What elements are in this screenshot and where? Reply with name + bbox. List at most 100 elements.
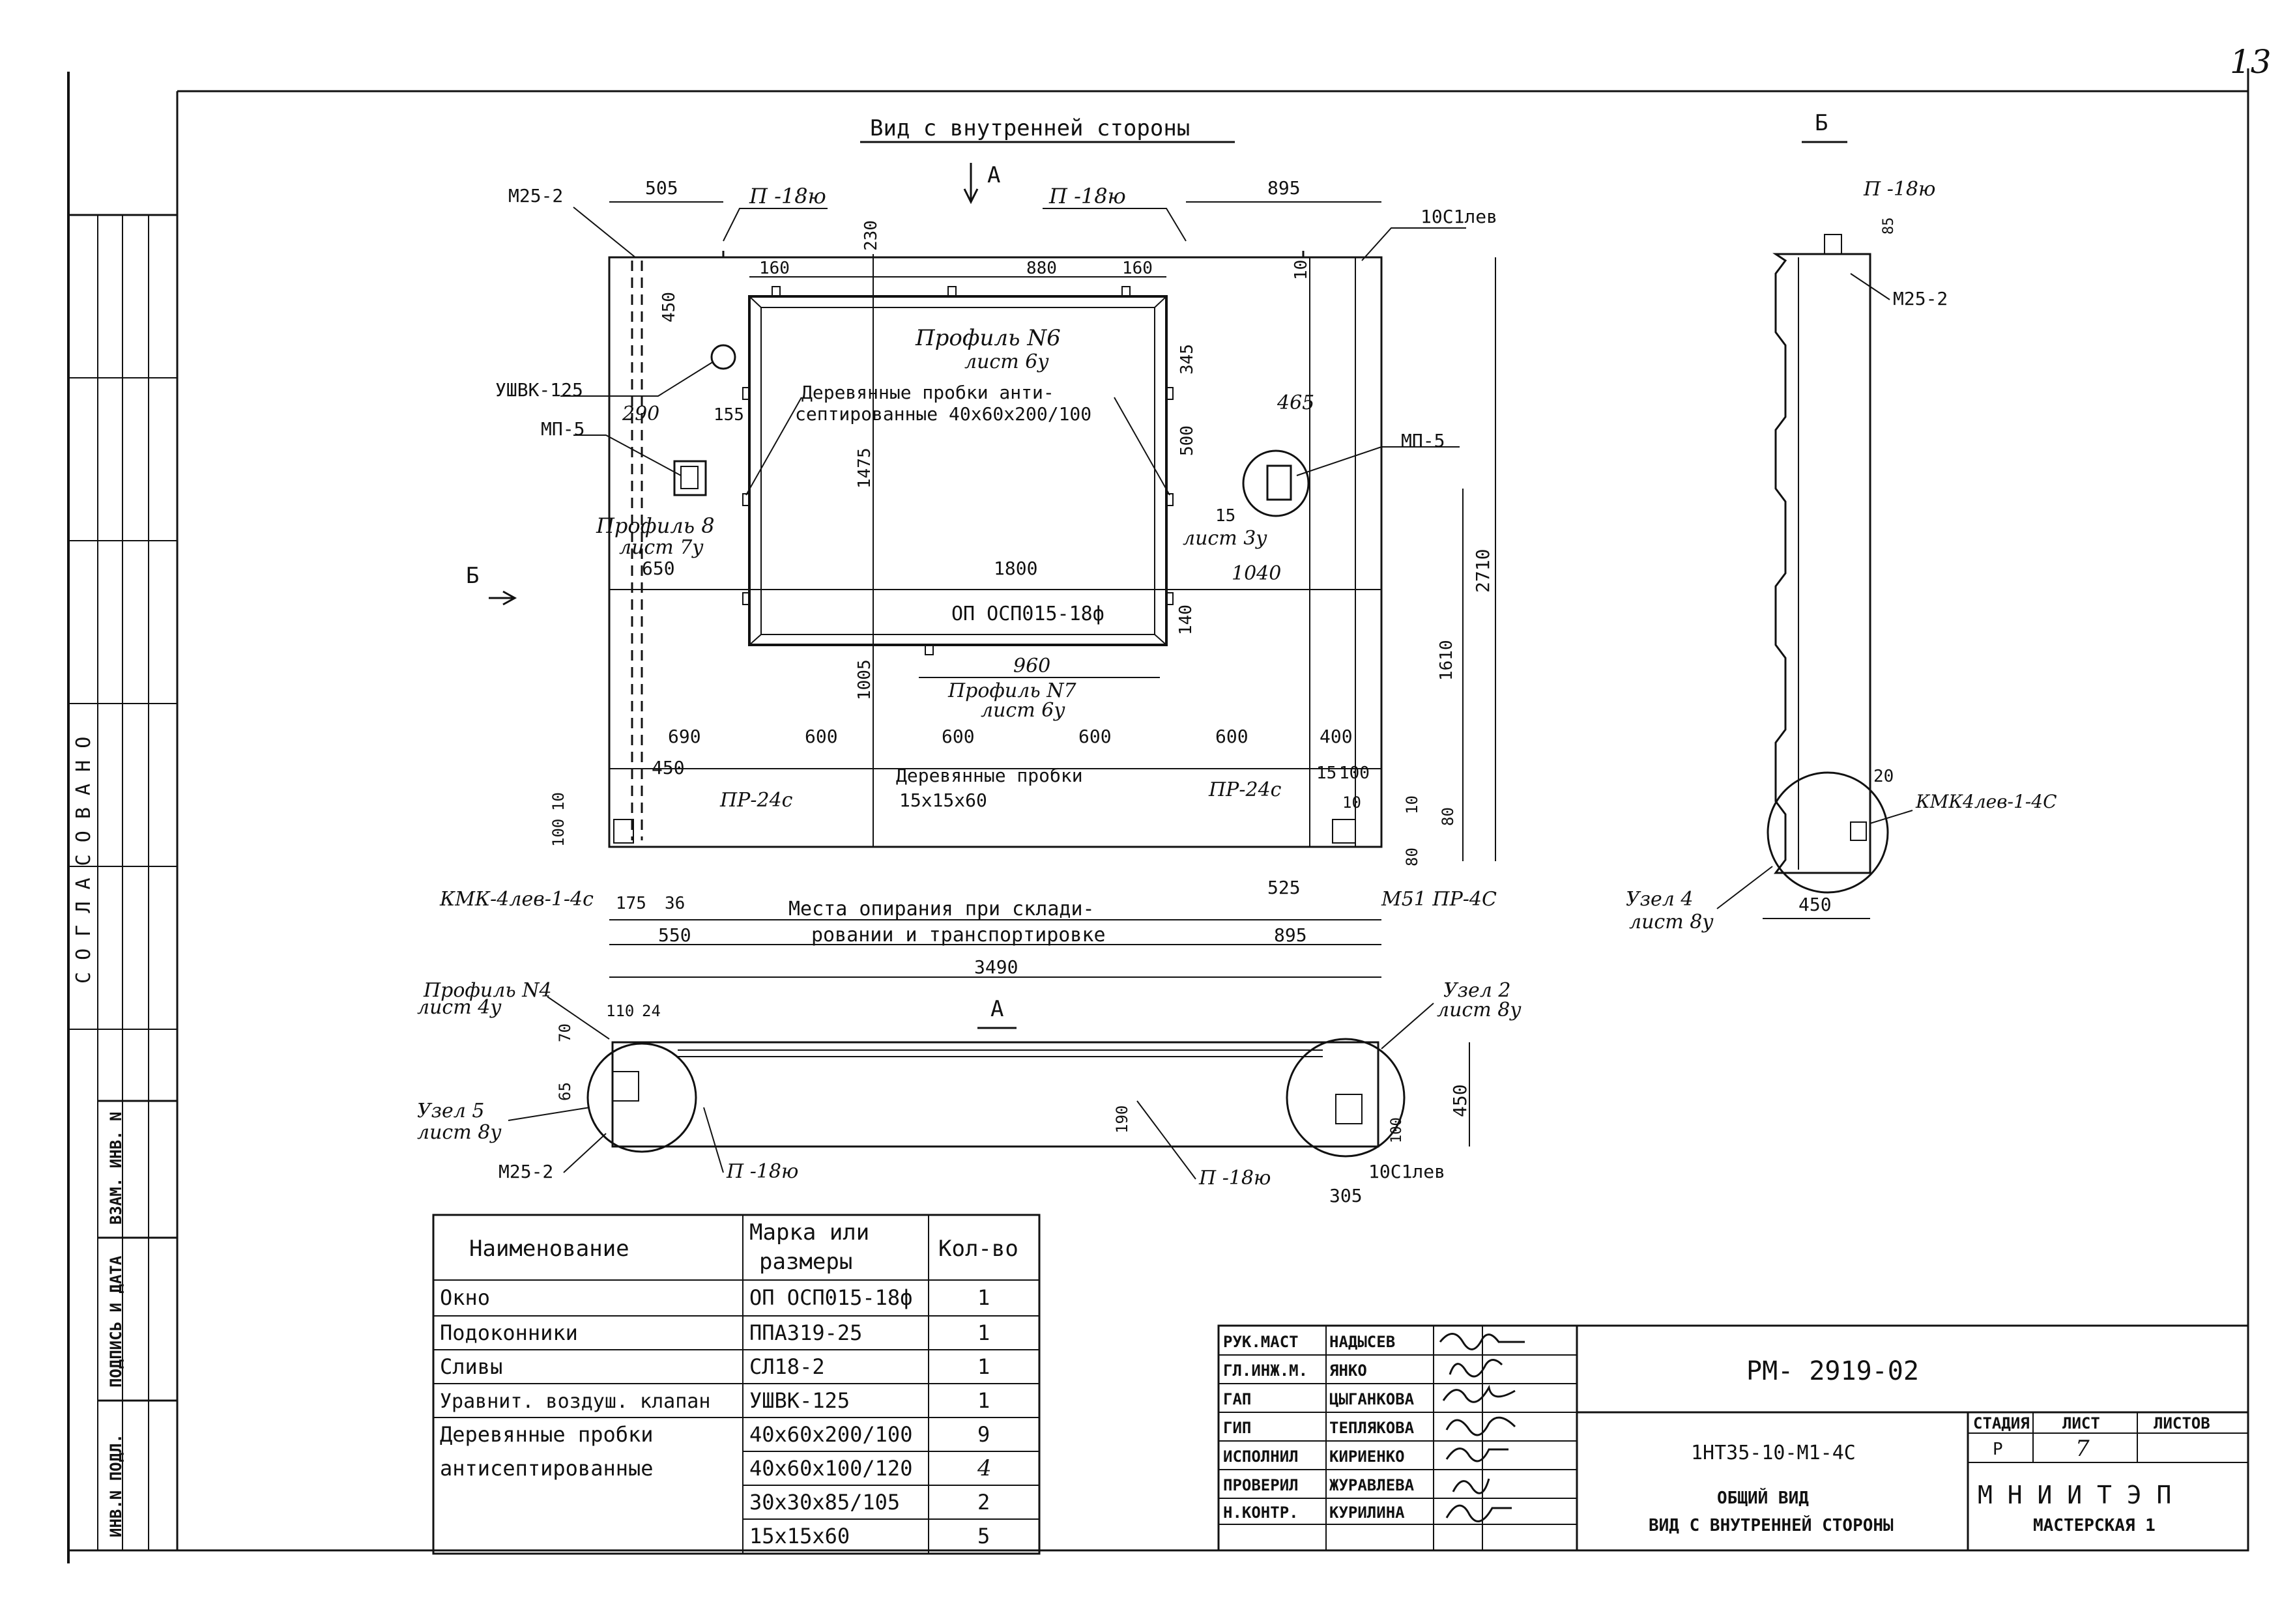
label-mp5-left: МП-5 — [541, 418, 585, 440]
table-cell-qty: 9 — [977, 1422, 990, 1447]
dim-690: 690 — [668, 726, 701, 747]
dim-650: 650 — [642, 558, 675, 579]
table-cell-qty: 1 — [977, 1388, 990, 1413]
table-cell-mark: ОП ОСП015-18ф — [749, 1285, 912, 1310]
tb-role-4: ИСПОЛНИЛ — [1223, 1447, 1299, 1466]
table-row: 15х15х60 5 — [749, 1524, 990, 1548]
plan-label-m25-2: М25-2 — [498, 1161, 553, 1182]
dim-10-c: 10 — [1342, 793, 1361, 812]
tb-product-code: 1НТ35-10-М1-4С — [1691, 1442, 1856, 1464]
tb-stage-value: Р — [1993, 1440, 2003, 1459]
plan-label-uzel5: Узел 5 — [417, 1100, 485, 1122]
arrow-a-label: А — [987, 162, 1000, 188]
side-label-sheet8: лист 8у — [1629, 911, 1714, 933]
plan-label-profile4: Профиль N4 — [423, 979, 552, 1002]
dim-500: 500 — [1177, 425, 1197, 456]
dim-1475: 1475 — [855, 448, 874, 489]
dim-80: 80 — [1439, 807, 1457, 826]
tb-name-4: КИРИЕНКО — [1329, 1447, 1405, 1466]
table-cell-mark: 15х15х60 — [749, 1524, 850, 1548]
table-cell-mark: УШВК-125 — [749, 1388, 850, 1413]
table-cell-name: Окно — [440, 1285, 490, 1310]
dim-1040: 1040 — [1232, 562, 1281, 585]
table-row: 30х30х85/105 2 — [749, 1490, 990, 1515]
plan-dim-65: 65 — [556, 1082, 574, 1101]
label-sheet3: лист 3у — [1183, 527, 1267, 550]
dim-465: 465 — [1277, 392, 1314, 414]
dim-3490: 3490 — [974, 956, 1018, 978]
tb-role-1: ГЛ.ИНЖ.М. — [1223, 1361, 1308, 1380]
front-view: Вид с внутренней стороны А — [439, 115, 1497, 978]
tb-desc-2: ВИД С ВНУТРЕННЕЙ СТОРОНЫ — [1649, 1515, 1894, 1535]
stamp-agreed: С О Г Л А С О В А Н О — [72, 737, 95, 984]
table-cell-mark: 40х60х200/100 — [749, 1422, 912, 1447]
tb-role-0: РУК.МАСТ — [1223, 1333, 1299, 1351]
dim-100: 100 — [1339, 763, 1370, 783]
plan-label-sheet4: лист 4у — [417, 996, 502, 1019]
tb-name-2: ЦЫГАНКОВА — [1329, 1390, 1415, 1408]
stamp-podpis: ПОДПИСЬ И ДАТА — [107, 1255, 125, 1388]
side-dim-450: 450 — [1798, 894, 1832, 915]
dim-80-b: 80 — [1403, 848, 1421, 866]
dim-100-b: 100 — [549, 819, 568, 847]
dim-155: 155 — [714, 405, 744, 425]
dim-450-b: 450 — [652, 757, 685, 778]
dim-505: 505 — [645, 177, 678, 199]
tb-role-6: Н.КОНТР. — [1223, 1503, 1299, 1522]
label-probki-15-size: 15х15х60 — [899, 790, 987, 811]
plan-label-p18-b: П -18ю — [1198, 1167, 1271, 1190]
mp5-left-box — [673, 460, 707, 496]
page-number: 13 — [2230, 43, 2272, 81]
dim-960: 960 — [1013, 655, 1050, 677]
tb-name-6: КУРИЛИНА — [1329, 1503, 1405, 1522]
label-mp5-right: МП-5 — [1401, 430, 1445, 451]
table-row: Подоконники ППА319-25 1 — [440, 1320, 990, 1345]
table-cell-name: Деревянные пробки — [440, 1422, 654, 1447]
window-frame — [748, 295, 1168, 646]
table-cell-name: Уравнит. воздуш. клапан — [440, 1390, 710, 1413]
tb-name-5: ЖУРАВЛЕВА — [1329, 1476, 1415, 1494]
mp5-right-box — [1266, 464, 1292, 501]
label-sheet7: лист 7у — [619, 536, 704, 559]
dim-1800: 1800 — [994, 558, 1037, 579]
dim-15: 15 — [1215, 506, 1235, 526]
side-label-uzel4: Узел 4 — [1626, 888, 1694, 911]
label-profile6: Профиль N6 — [915, 325, 1061, 351]
section-a-view: А Профиль N4 лист 4у 110 24 70 65 Узел 5… — [417, 979, 1522, 1206]
dim-175: 175 — [616, 894, 646, 913]
tb-desc-1: ОБЩИЙ ВИД — [1717, 1487, 1809, 1508]
section-b-title: Б — [1815, 110, 1828, 136]
tb-name-3: ТЕПЛЯКОВА — [1329, 1419, 1415, 1437]
dim-230: 230 — [861, 220, 881, 251]
dim-600-b: 600 — [942, 726, 975, 747]
label-pr24c-right: ПР-24с — [1208, 778, 1282, 801]
dim-895: 895 — [1267, 177, 1301, 199]
plan-dim-190: 190 — [1113, 1105, 1131, 1133]
tb-role-2: ГАП — [1223, 1390, 1251, 1408]
label-kmk-left: КМК-4лев-1-4с — [439, 888, 594, 911]
label-probki-1: Деревянные пробки анти- — [801, 382, 1054, 403]
spec-table: Наименование Марка или размеры Кол-во Ок… — [432, 1214, 1041, 1555]
dim-290: 290 — [622, 403, 659, 425]
label-m25-2: М25-2 — [508, 185, 563, 207]
label-profile7: Профиль N7 — [947, 679, 1076, 702]
table-header-mark-2: размеры — [759, 1249, 852, 1275]
table-header-mark-1: Марка или — [749, 1219, 869, 1246]
plan-dim-305: 305 — [1329, 1185, 1363, 1206]
dim-600-c: 600 — [1078, 726, 1112, 747]
label-probki-2: септированные 40х60х200/100 — [795, 403, 1091, 425]
signature-marks — [1439, 1333, 1525, 1522]
label-p18-right: П -18ю — [1048, 184, 1126, 208]
tb-stage-label: СТАДИЯ — [1973, 1414, 2030, 1432]
tb-workshop: МАСТЕРСКАЯ 1 — [2033, 1516, 2156, 1535]
plan-dim-70: 70 — [556, 1023, 574, 1042]
table-cell-mark: 40х60х100/120 — [749, 1456, 912, 1481]
table-row: Окно ОП ОСП015-18ф 1 — [440, 1285, 990, 1310]
dim-160-right: 160 — [1122, 259, 1153, 278]
label-sheet6b: лист 6у — [981, 699, 1065, 722]
table-cell-qty: 4 — [977, 1455, 992, 1481]
dim-2710: 2710 — [1472, 549, 1494, 593]
tb-role-3: ГИП — [1223, 1419, 1251, 1437]
table-header-qty: Кол-во — [938, 1236, 1018, 1262]
plan-label-sheet8b: лист 8у — [1437, 999, 1522, 1021]
